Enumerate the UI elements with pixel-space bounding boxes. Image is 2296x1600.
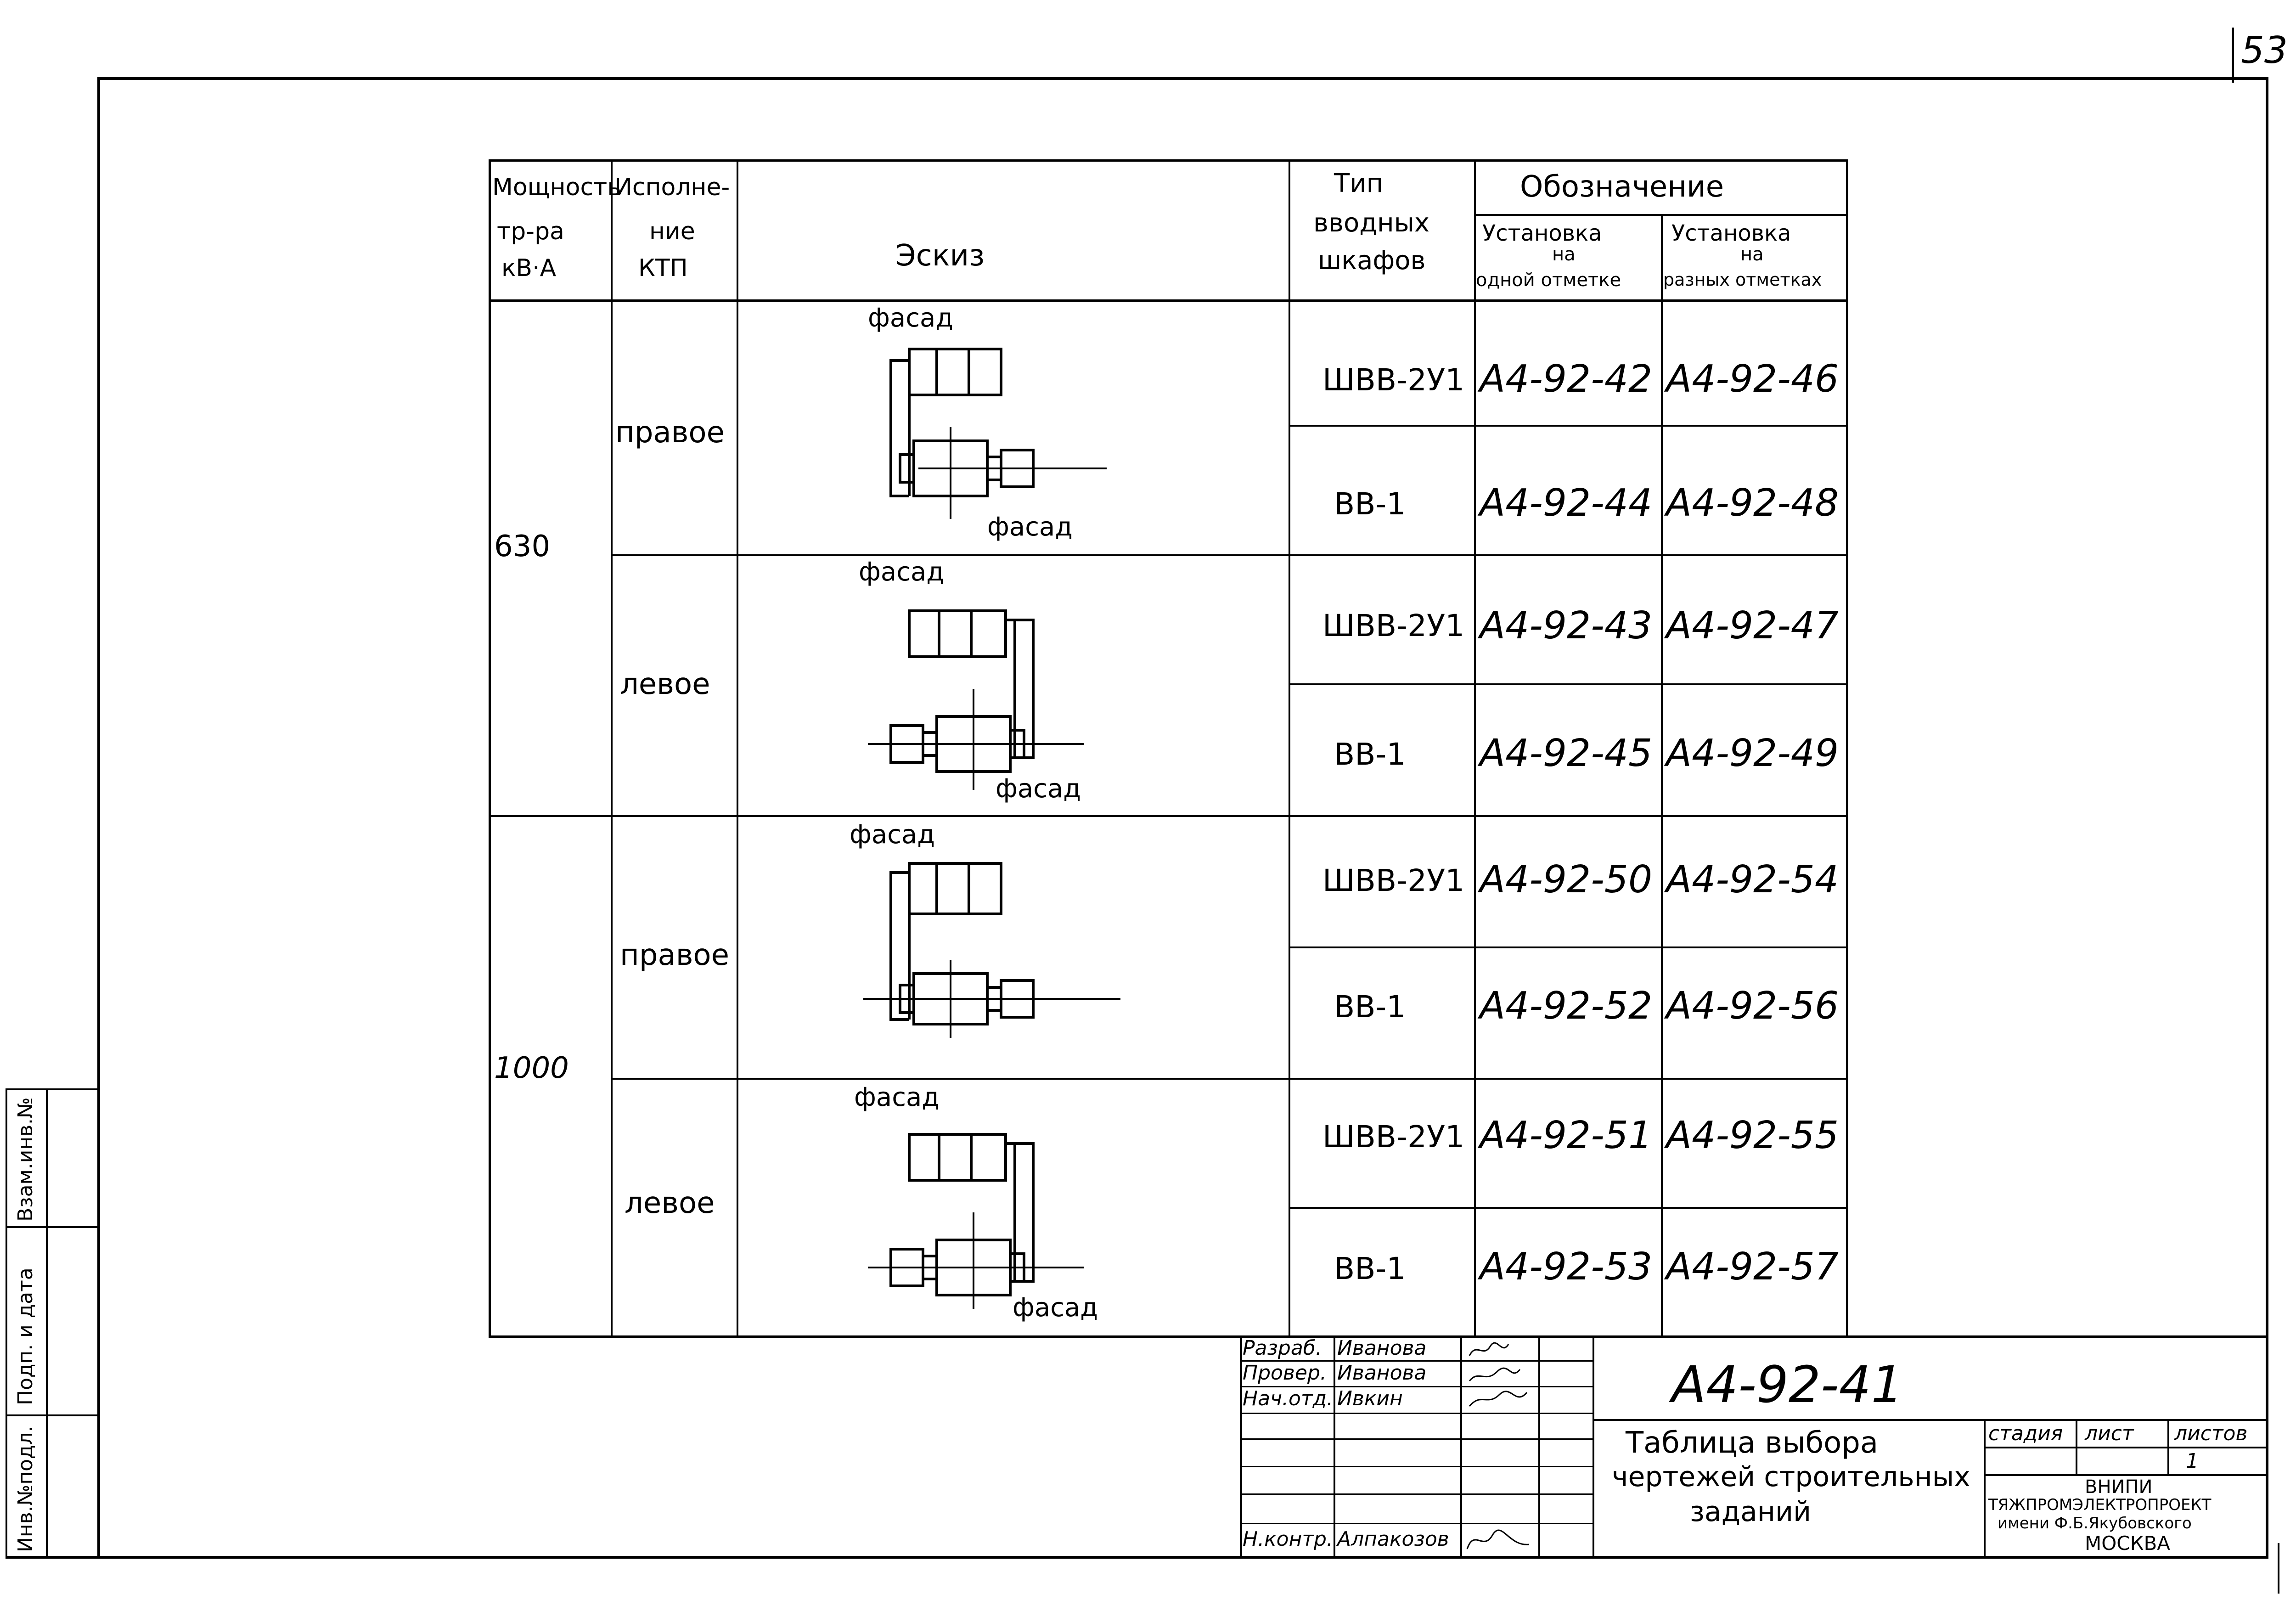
code-diff: А4-92-48 <box>1666 481 1839 525</box>
type-cell: ВВ-1 <box>1334 1251 1406 1286</box>
role-label: Провер. <box>1243 1361 1327 1385</box>
frame-bottom <box>6 1556 2268 1559</box>
header-execution-line2: ние <box>649 218 695 245</box>
type-cell: ВВ-1 <box>1334 486 1406 522</box>
org-line4: МОСКВА <box>2085 1532 2170 1555</box>
title-line1: Таблица выбора <box>1626 1426 1879 1460</box>
role-label: Разраб. <box>1243 1336 1322 1360</box>
header-execution-line1: Исполне- <box>614 174 730 201</box>
role-name: Иванова <box>1337 1336 1427 1360</box>
code-diff: А4-92-49 <box>1666 732 1839 775</box>
header-power-line1: Мощность <box>492 174 621 201</box>
type-cell: ШВВ-2У1 <box>1322 362 1465 398</box>
code-same: А4-92-42 <box>1480 357 1653 401</box>
role-name: Алпакозов <box>1337 1527 1449 1551</box>
side-stamp-sign: Подп. и дата <box>14 1268 37 1405</box>
header-execution-line3: КТП <box>638 254 688 282</box>
bottom-right-tick <box>2278 1543 2279 1594</box>
header-diff-line1: Установка <box>1671 220 1791 246</box>
sketch-630-left <box>868 609 1084 790</box>
signature <box>1469 1342 1528 1407</box>
execution-630-right: правое <box>615 416 725 450</box>
code-same: А4-92-52 <box>1480 984 1653 1028</box>
drawing-code: А4-92-41 <box>1671 1355 1903 1414</box>
header-designation: Обозначение <box>1520 170 1724 204</box>
side-stamp-replace: Взам.инв.№ <box>14 1097 37 1222</box>
header-power-line2: тр-ра <box>497 218 564 245</box>
header-type-line2: вводных <box>1313 208 1429 238</box>
sketch-label: фасад <box>854 1082 940 1112</box>
sketch-label: фасад <box>850 820 935 850</box>
sheet-label: лист <box>2085 1422 2134 1445</box>
execution-1000-left: левое <box>625 1186 715 1220</box>
code-same: А4-92-44 <box>1480 481 1653 525</box>
role-name: Иванова <box>1337 1361 1427 1385</box>
header-same-line2: на <box>1552 244 1576 265</box>
header-same-line1: Установка <box>1482 220 1602 246</box>
code-same: А4-92-51 <box>1480 1114 1653 1157</box>
header-same-line3: одной отметке <box>1476 270 1621 291</box>
stage-label: стадия <box>1988 1422 2063 1445</box>
sketch-label: фасад <box>868 303 954 333</box>
page-number: 53 <box>2241 29 2288 72</box>
frame-top <box>97 77 2268 80</box>
side-stamp-inv: Инв.№подл. <box>14 1425 37 1552</box>
power-1000: 1000 <box>494 1051 569 1085</box>
code-diff: А4-92-54 <box>1666 858 1839 901</box>
role-name: Ивкин <box>1337 1387 1403 1410</box>
type-cell: ШВВ-2У1 <box>1322 1119 1465 1155</box>
header-power-line3: кВ·А <box>501 254 557 282</box>
sketch-label: фасад <box>996 774 1081 804</box>
type-cell: ШВВ-2У1 <box>1322 863 1465 898</box>
code-diff: А4-92-46 <box>1666 357 1839 401</box>
org-line3: имени Ф.Б.Якубовского <box>1998 1514 2192 1532</box>
title-line2: чертежей строительных <box>1612 1461 1970 1493</box>
signature <box>1466 1529 1530 1549</box>
header-sketch: Эскиз <box>895 239 985 273</box>
code-diff: А4-92-55 <box>1666 1114 1839 1157</box>
execution-1000-right: правое <box>620 938 729 972</box>
code-same: А4-92-43 <box>1480 604 1653 648</box>
code-diff: А4-92-47 <box>1666 604 1839 648</box>
sketch-630-right <box>889 348 1107 519</box>
header-type-line1: Тип <box>1334 169 1384 198</box>
code-diff: А4-92-56 <box>1666 984 1839 1028</box>
role-label: Н.контр. <box>1243 1527 1333 1551</box>
sketch-label: фасад <box>987 512 1073 542</box>
sketch-1000-right <box>863 862 1120 1038</box>
header-diff-line3: разных отметках <box>1663 270 1822 290</box>
sketch-label: фасад <box>859 557 945 587</box>
org-line2: ТЯЖПРОМЭЛЕКТРОПРОЕКТ <box>1988 1496 2212 1514</box>
execution-630-left: левое <box>620 667 710 701</box>
code-same: А4-92-45 <box>1480 732 1653 775</box>
sketch-label: фасад <box>1013 1293 1098 1323</box>
frame-right <box>2266 77 2268 1559</box>
frame-left <box>97 77 100 1559</box>
code-diff: А4-92-57 <box>1666 1245 1839 1289</box>
role-label: Нач.отд. <box>1243 1387 1333 1410</box>
header-type-line3: шкафов <box>1318 246 1426 276</box>
type-cell: ВВ-1 <box>1334 737 1406 772</box>
sheets-label: листов <box>2174 1422 2248 1445</box>
power-630: 630 <box>494 530 551 563</box>
type-cell: ШВВ-2У1 <box>1322 608 1465 643</box>
page-number-tick <box>2232 28 2234 83</box>
code-same: А4-92-50 <box>1480 858 1653 901</box>
org-line1: ВНИПИ <box>2085 1476 2153 1498</box>
code-same: А4-92-53 <box>1480 1245 1653 1289</box>
title-line3: заданий <box>1690 1496 1812 1528</box>
sheets-value: 1 <box>2186 1449 2199 1473</box>
header-diff-line2: на <box>1740 244 1764 265</box>
type-cell: ВВ-1 <box>1334 989 1406 1025</box>
sketch-1000-left <box>868 1133 1084 1309</box>
